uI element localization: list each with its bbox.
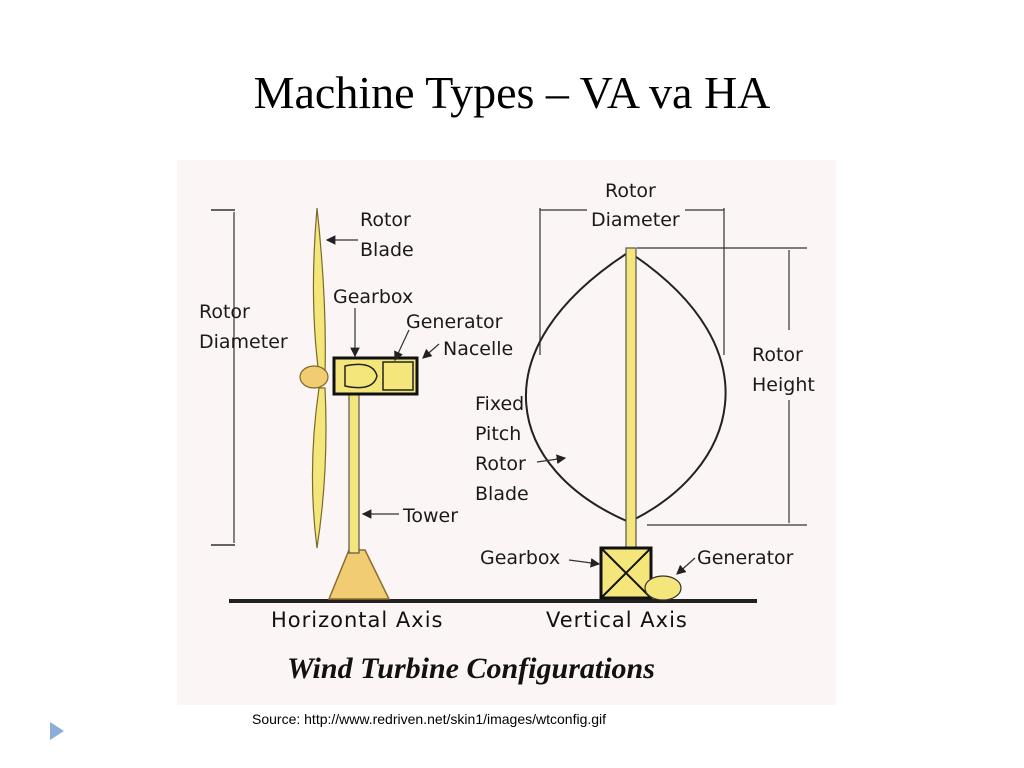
label-h-generator: Generator <box>406 311 503 333</box>
generator <box>382 361 414 391</box>
label-h-gearbox: Gearbox <box>333 286 413 308</box>
label-v-rotor-height-1: Rotor <box>752 344 803 366</box>
label-h-nacelle: Nacelle <box>443 338 513 360</box>
label-v-rotor-height-2: Height <box>752 374 815 396</box>
label-horizontal-axis: Horizontal Axis <box>271 608 443 632</box>
vertical-turbine <box>524 208 807 601</box>
figure-caption: Wind Turbine Configurations <box>287 652 655 685</box>
horizontal-turbine <box>211 207 440 600</box>
vertical-generator <box>644 575 682 601</box>
label-v-generator: Generator <box>697 547 794 569</box>
triangle-right-icon <box>50 722 64 740</box>
label-h-rotor-diameter-2: Diameter <box>199 331 288 353</box>
tower-base <box>327 549 391 600</box>
rotor-hub <box>299 365 329 389</box>
label-h-tower: Tower <box>402 505 458 527</box>
label-pitch: Pitch <box>475 423 521 445</box>
rotor-blade <box>312 207 326 376</box>
gearbox <box>344 363 378 389</box>
label-h-rotor-diameter-1: Rotor <box>199 301 250 323</box>
label-fixed: Fixed <box>475 393 524 415</box>
label-rotor-blade-2: Blade <box>360 239 414 261</box>
tower <box>348 387 360 554</box>
darrieus-blade <box>524 251 630 523</box>
label-rotor-blade-1: Rotor <box>360 209 411 231</box>
wind-turbine-diagram: Rotor Blade Rotor Diameter Gearbox Gener… <box>177 160 836 705</box>
label-blade: Blade <box>475 483 529 505</box>
label-v-rotor-diameter-1: Rotor <box>605 180 656 202</box>
source-citation: Source: http://www.redriven.net/skin1/im… <box>252 711 607 727</box>
rotor-shaft <box>625 247 637 549</box>
label-v-gearbox: Gearbox <box>480 547 560 569</box>
label-rotor: Rotor <box>475 453 526 475</box>
label-v-rotor-diameter-2: Diameter <box>591 209 680 231</box>
label-vertical-axis: Vertical Axis <box>546 608 688 632</box>
slide-title: Machine Types – VA va HA <box>253 67 771 118</box>
